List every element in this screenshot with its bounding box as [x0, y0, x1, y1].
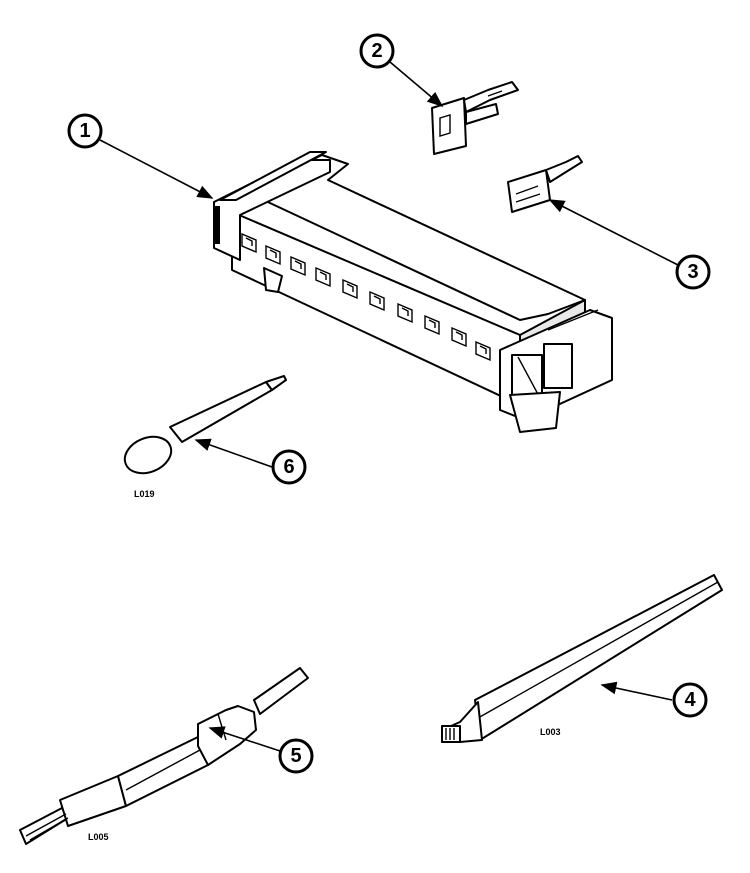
tool-hex-rod — [441, 574, 723, 743]
svg-text:1: 1 — [79, 120, 90, 142]
leader-lines — [99, 61, 679, 752]
tool-small-pin-extractor — [123, 375, 287, 475]
connector-housing — [213, 151, 613, 433]
svg-text:4: 4 — [684, 689, 696, 711]
callout-4: 4 — [672, 682, 708, 718]
tool-double-ended — [19, 667, 309, 845]
svg-text:2: 2 — [371, 40, 382, 62]
svg-text:3: 3 — [687, 261, 698, 283]
part-code-l003: L003 — [540, 727, 561, 737]
part-code-l019: L019 — [134, 489, 155, 499]
svg-text:6: 6 — [283, 456, 294, 478]
svg-text:5: 5 — [290, 745, 301, 767]
callout-1: 1 — [67, 113, 103, 149]
callout-2: 2 — [359, 33, 395, 69]
terminal-slots — [241, 232, 491, 362]
callout-6: 6 — [271, 449, 307, 485]
callout-5: 5 — [278, 738, 314, 774]
part-code-l005: L005 — [88, 832, 109, 842]
terminal-clip — [431, 81, 519, 155]
callout-3: 3 — [675, 254, 711, 290]
small-terminal — [507, 155, 583, 213]
